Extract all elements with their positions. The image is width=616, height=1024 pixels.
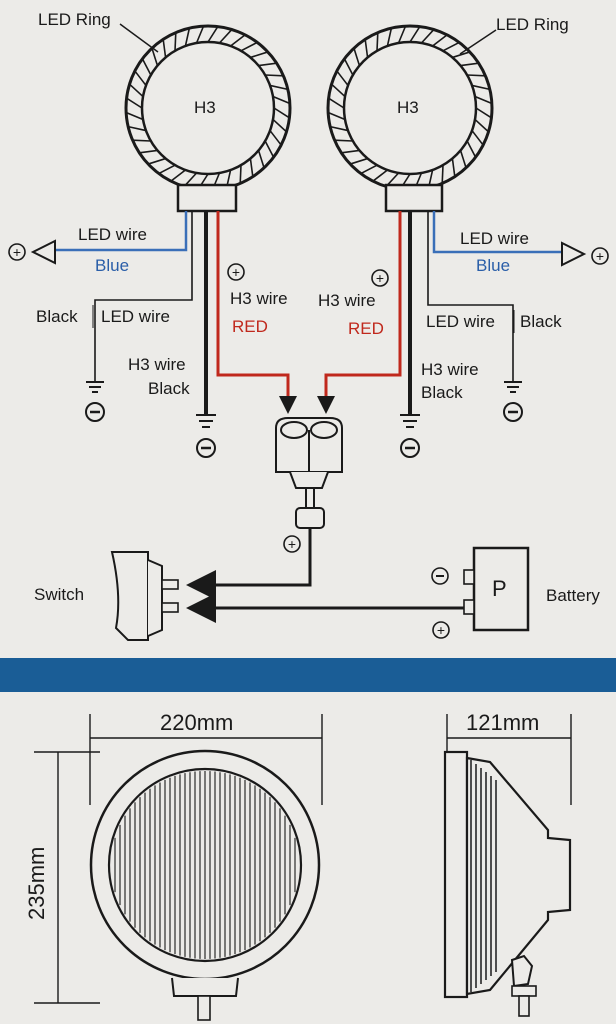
right-h3-plus-icon bbox=[371, 269, 389, 287]
left-black-label: Black bbox=[36, 307, 78, 326]
right-bulb-label: H3 bbox=[397, 98, 419, 117]
depth-label: 121mm bbox=[466, 710, 539, 735]
right-h3-red-label-1: H3 wire bbox=[318, 291, 376, 310]
side-bracket bbox=[510, 954, 534, 988]
right-led-plus-icon bbox=[591, 247, 609, 265]
left-h3-red-label-1: H3 wire bbox=[230, 289, 288, 308]
relay-plus-symbol: + bbox=[288, 536, 296, 552]
lamp-front-mount bbox=[171, 977, 239, 997]
right-h3-black-label-2: Black bbox=[421, 383, 463, 402]
left-ring-leader bbox=[119, 23, 159, 53]
side-bezel bbox=[443, 750, 469, 999]
left-h3-ground-icon bbox=[196, 414, 216, 428]
left-h3-black-label-1: H3 wire bbox=[128, 355, 186, 374]
right-black-led-wire-label: LED wire bbox=[426, 312, 495, 331]
left-h3-red-wire bbox=[216, 211, 290, 398]
left-led-ring-segments bbox=[125, 25, 291, 191]
width-label: 220mm bbox=[160, 710, 233, 735]
right-lamp-base bbox=[384, 183, 444, 213]
left-led-plus-symbol: + bbox=[13, 244, 21, 260]
battery-icon bbox=[463, 546, 530, 632]
left-led-ground-icon bbox=[86, 381, 104, 393]
right-h3-red-label-2: RED bbox=[348, 319, 384, 338]
left-h3-plus-icon bbox=[227, 263, 245, 281]
right-red-arrow-icon bbox=[317, 396, 335, 414]
right-led-wire-label: LED wire bbox=[460, 229, 529, 248]
side-ribs bbox=[470, 760, 497, 992]
right-lamp: H3 LED Ring bbox=[326, 15, 569, 213]
battery-symbol: P bbox=[492, 576, 507, 601]
lamp-front-bolt bbox=[197, 995, 211, 1021]
relay-plus-icon bbox=[283, 535, 301, 553]
left-black-led-wire-label: LED wire bbox=[101, 307, 170, 326]
left-led-blue-label: Blue bbox=[95, 256, 129, 275]
right-h3-ground-icon bbox=[400, 414, 420, 428]
left-h3-red-label-2: RED bbox=[232, 317, 268, 336]
left-ring-label: LED Ring bbox=[38, 10, 111, 29]
side-view bbox=[443, 714, 572, 1017]
right-led-ground-icon bbox=[504, 381, 522, 393]
right-black-label: Black bbox=[520, 312, 562, 331]
left-h3-plus-symbol: + bbox=[232, 264, 240, 280]
battery-plus-symbol: + bbox=[437, 622, 445, 638]
side-housing bbox=[465, 756, 572, 996]
relay-connector bbox=[275, 417, 343, 529]
switch-icon bbox=[110, 551, 179, 641]
right-led-connector-icon bbox=[561, 241, 587, 267]
battery-minus-icon bbox=[431, 567, 449, 585]
left-red-arrow-icon bbox=[279, 396, 297, 414]
battery-plus-icon bbox=[432, 621, 450, 639]
front-view bbox=[34, 714, 323, 1021]
right-led-plus-symbol: + bbox=[596, 248, 604, 264]
left-bulb-label: H3 bbox=[194, 98, 216, 117]
right-h3-black-label-1: H3 wire bbox=[421, 360, 479, 379]
right-led-minus-icon bbox=[503, 402, 523, 422]
left-led-plus-icon bbox=[8, 243, 26, 261]
right-h3-minus-icon bbox=[400, 438, 420, 458]
relay-to-switch-wire bbox=[186, 528, 312, 600]
right-led-blue-label: Blue bbox=[476, 256, 510, 275]
right-led-black-wire bbox=[427, 211, 514, 382]
left-led-wire-label: LED wire bbox=[78, 225, 147, 244]
left-led-minus-icon bbox=[85, 402, 105, 422]
left-led-black-wire bbox=[94, 211, 193, 382]
left-led-blue-wire bbox=[55, 211, 188, 252]
height-label: 235mm bbox=[24, 847, 49, 920]
right-ring-leader bbox=[459, 29, 497, 55]
side-bolt bbox=[518, 995, 530, 1017]
lamp-front-lens-lines bbox=[114, 771, 296, 959]
right-ring-label: LED Ring bbox=[496, 15, 569, 34]
left-lamp: H3 LED Ring bbox=[38, 10, 292, 213]
left-h3-black-label-2: Black bbox=[148, 379, 190, 398]
section-divider-band bbox=[0, 658, 616, 692]
left-lamp-base bbox=[176, 183, 238, 213]
right-h3-red-wire bbox=[324, 211, 402, 398]
right-led-ring-segments bbox=[327, 25, 493, 191]
left-led-connector-icon bbox=[30, 239, 56, 265]
right-h3-plus-symbol: + bbox=[376, 270, 384, 286]
right-led-blue-wire bbox=[432, 211, 562, 254]
battery-label: Battery bbox=[546, 586, 600, 605]
lamp-front-lens bbox=[107, 767, 303, 963]
left-h3-minus-icon bbox=[196, 438, 216, 458]
switch-label: Switch bbox=[34, 585, 84, 604]
